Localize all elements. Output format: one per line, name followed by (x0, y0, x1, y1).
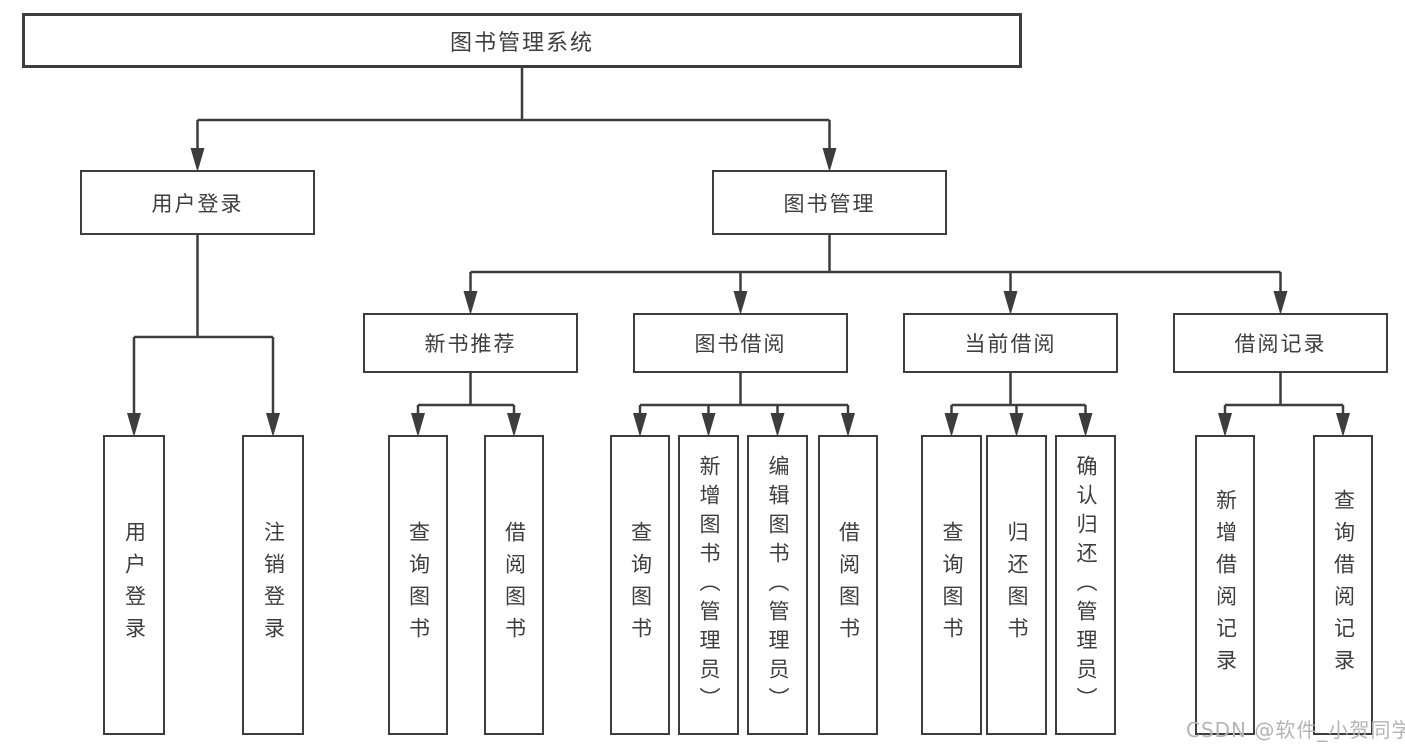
leaf-query-books-borrow: 查询图书 (610, 435, 670, 735)
leaf-return-books: 归还图书 (986, 435, 1047, 735)
node-library-system: 图书管理系统 (22, 13, 1022, 68)
node-new-book-recommendation: 新书推荐 (363, 313, 578, 373)
leaf-logout-login: 注销登录 (242, 435, 304, 735)
leaf-query-borrow-record: 查询借阅记录 (1313, 435, 1373, 735)
leaf-query-books-recommend: 查询图书 (388, 435, 448, 735)
node-current-borrowing: 当前借阅 (903, 313, 1118, 373)
node-borrowing-records: 借阅记录 (1173, 313, 1388, 373)
leaf-query-books-current: 查询图书 (921, 435, 982, 735)
leaf-confirm-return-admin: 确认归还（管理员） (1055, 435, 1116, 735)
leaf-add-borrow-record: 新增借阅记录 (1195, 435, 1255, 735)
leaf-borrow-books: 借阅图书 (818, 435, 878, 735)
node-book-borrowing: 图书借阅 (633, 313, 848, 373)
leaf-edit-books-admin: 编辑图书（管理员） (747, 435, 808, 735)
arrowheads (127, 148, 1350, 437)
leaf-add-books-admin: 新增图书（管理员） (678, 435, 739, 735)
csdn-watermark: CSDN @软件_小贺同学 (1186, 718, 1405, 742)
node-book-management: 图书管理 (712, 170, 947, 235)
leaf-borrow-books-recommend: 借阅图书 (484, 435, 544, 735)
leaf-user-login: 用户登录 (103, 435, 165, 735)
node-user-login: 用户登录 (80, 170, 315, 235)
